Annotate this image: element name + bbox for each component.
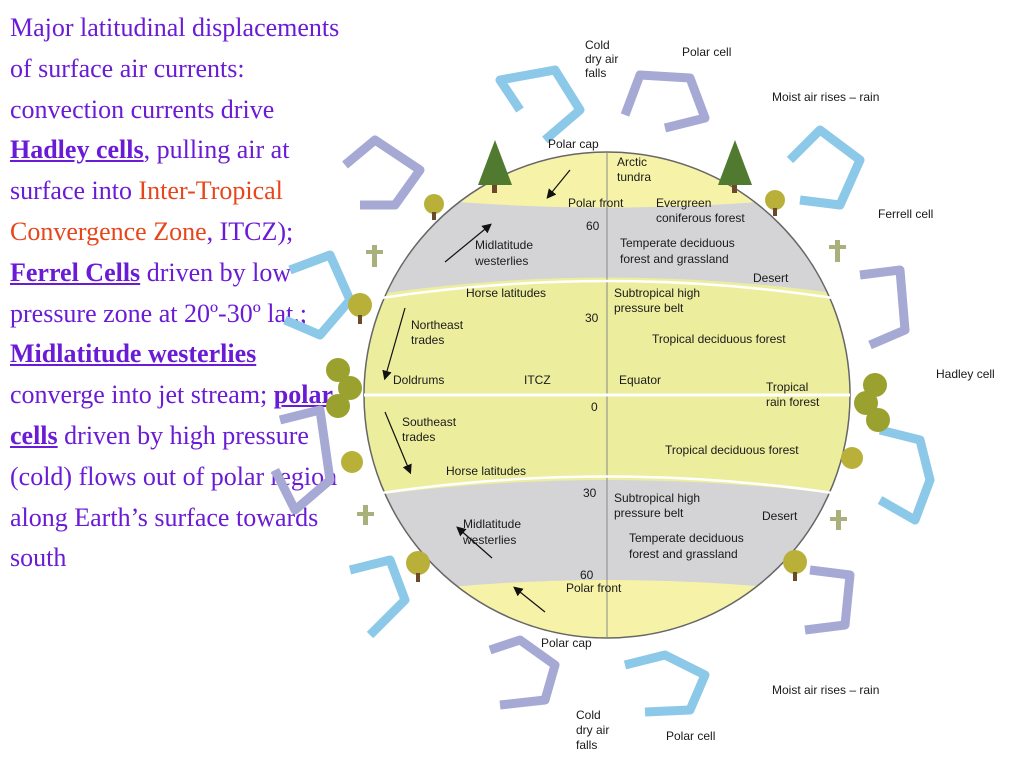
deciduous-tree-icon [406, 551, 430, 582]
equator-label: Equator [619, 373, 661, 387]
hadley-cells-link[interactable]: Hadley cells [10, 135, 144, 165]
surface-wind-arrows [382, 169, 571, 613]
ferrell-cell-top-right-arrow [786, 125, 865, 210]
caption-part: driven by low pressure zone at 20º-30º l… [10, 257, 307, 328]
conifer-tree-icon [478, 140, 512, 193]
cactus-icon [357, 505, 374, 525]
lat-0-label: 0 [591, 400, 598, 414]
horse-latitudes-label: Horse latitudes [446, 464, 526, 478]
horse-latitudes-label: Horse latitudes [466, 286, 546, 300]
polar-cap-label: Polar cap [548, 137, 599, 151]
lat-30-label: 30 [583, 486, 597, 500]
doldrums-label: Doldrums [393, 373, 444, 387]
caption-part: , ITCZ); [206, 216, 294, 246]
deciduous-tree-icon [854, 373, 890, 432]
tropical-deciduous-label: Tropical deciduous forest [652, 332, 786, 346]
itcz-label: ITCZ [524, 373, 551, 387]
caption-part: Major latitudinal displacements of surfa… [10, 13, 340, 124]
tropical-deciduous-label: Tropical deciduous forest [665, 443, 799, 457]
hadley-cell-right-lower-arrow [877, 425, 935, 525]
polar-cell-bottom-right-arrow [623, 650, 710, 717]
deciduous-tree-icon [326, 358, 362, 418]
conifer-tree-icon [718, 140, 752, 193]
ferrell-cell-top-left-arrow [342, 135, 425, 210]
deciduous-tree-icon [424, 194, 444, 220]
lat-30-label: 30 [585, 311, 599, 325]
deciduous-tree-icon [783, 550, 807, 581]
polar-front-label: Polar front [568, 196, 624, 210]
cactus-icon [829, 240, 846, 262]
moist-air-label: Moist air rises – rain [772, 683, 879, 697]
desert-label: Desert [753, 271, 789, 285]
midlatitude-westerlies-link[interactable]: Midlatitude westerlies [10, 339, 257, 369]
polar-cell-top-right-arrow [620, 70, 710, 133]
lat-60-label: 60 [580, 568, 594, 582]
lat-60-label: 60 [586, 219, 600, 233]
hadley-cell-label: Hadley cell [936, 367, 995, 381]
polar-cell-label: Polar cell [666, 729, 715, 743]
desert-label: Desert [762, 509, 798, 523]
hadley-cell-left-arrow [283, 250, 355, 340]
polar-cell-top-left-arrow [495, 65, 585, 144]
ferrell-cell-bottom-left-arrow [348, 555, 410, 639]
cactus-icon [366, 245, 383, 267]
caption-part: converge into jet stream; [10, 380, 274, 410]
cactus-icon [830, 510, 847, 530]
hadley-cell-left-lower-arrow [270, 405, 335, 515]
ferrel-cells-link[interactable]: Ferrel Cells [10, 257, 141, 287]
hadley-cell-right-arrow [859, 265, 910, 350]
deciduous-tree-icon [841, 447, 863, 469]
polar-cap-label: Polar cap [541, 636, 592, 650]
caption-text: Major latitudinal displacements of surfa… [10, 8, 340, 579]
polar-cell-bottom-left-arrow [488, 635, 560, 710]
vegetation-icons [326, 140, 890, 582]
ferrell-cell-label: Ferrell cell [878, 207, 933, 221]
deciduous-tree-icon [341, 451, 363, 473]
ferrell-cell-bottom-right-arrow [804, 565, 855, 635]
moist-air-label: Moist air rises – rain [772, 90, 879, 104]
deciduous-tree-icon [348, 293, 372, 324]
caption-part: , pulling air at surface into [10, 135, 290, 206]
polar-cell-label: Polar cell [682, 45, 731, 59]
polar-front-label: Polar front [566, 581, 622, 595]
deciduous-tree-icon [765, 190, 785, 216]
polar-cells-link[interactable]: polar cells [10, 380, 334, 450]
itcz-highlight: Inter-Tropical Convergence Zone [10, 176, 283, 246]
